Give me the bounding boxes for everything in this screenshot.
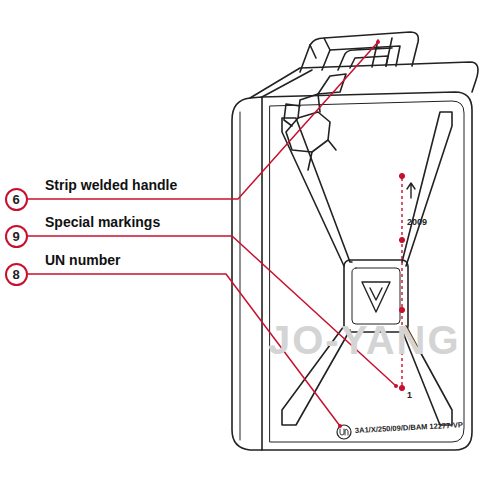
can-side: [232, 97, 262, 450]
part-name: UN number: [45, 253, 120, 268]
can-front: [262, 92, 472, 450]
year-marking: 2009: [407, 218, 427, 228]
part-name: Strip welded handle: [45, 178, 177, 193]
callout-circle: 9: [5, 225, 28, 248]
callout-circle: 8: [5, 263, 28, 286]
embossed-x: [282, 118, 352, 266]
marking-number: 1: [407, 391, 412, 401]
callout-number: 9: [12, 230, 19, 243]
un-marking: 3A1/X/250/09/D/BAM 12277-VP: [355, 421, 463, 435]
strip-welded-handle: [300, 32, 418, 72]
leader-lines: [27, 42, 396, 426]
callout-circle: 6: [5, 188, 28, 211]
part-name: Special markings: [45, 215, 160, 230]
watermark: JO-YANG: [268, 318, 461, 362]
callout-number: 8: [12, 268, 19, 281]
callout-number: 6: [12, 193, 19, 206]
